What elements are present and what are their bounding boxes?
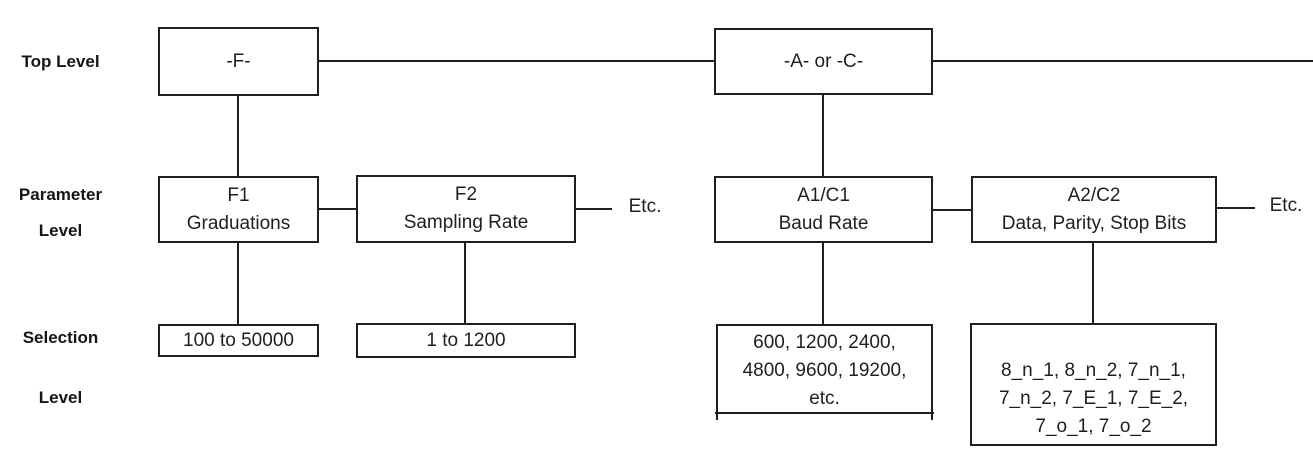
- baud-box-bottom-rule: [715, 412, 934, 414]
- node-a-or-c: -A- or -C-: [714, 28, 933, 95]
- node-a-or-c-label: -A- or -C-: [783, 50, 864, 72]
- connector-f1-to-selection: [237, 241, 239, 325]
- node-f: -F-: [158, 27, 319, 96]
- parity-values-line2: 7_n_2, 7_E_1, 7_E_2,: [998, 388, 1189, 409]
- connector-f2-to-selection: [464, 241, 466, 324]
- node-a1c1-code: A1/C1: [797, 184, 850, 206]
- node-f2-code: F2: [454, 184, 478, 205]
- row-label-selection: Selection: [22, 328, 99, 347]
- connector-f-to-ac: [318, 60, 715, 62]
- row-label-parameter-level: Level: [38, 221, 83, 240]
- node-f2-name: Sampling Rate: [403, 212, 529, 233]
- row-label-top-level: Top Level: [21, 52, 100, 71]
- node-a2c2-data-parity-stop: A2/C2 Data, Parity, Stop Bits: [971, 176, 1217, 243]
- connector-a1c1-to-a2c2: [931, 209, 973, 211]
- node-f1-name: Graduations: [186, 212, 291, 234]
- node-f2-sampling-rate: F2 Sampling Rate: [356, 175, 576, 243]
- connector-f1-to-f2: [317, 208, 358, 210]
- graduations-range-value: 100 to 50000: [183, 329, 294, 351]
- etc-label-f-branch: Etc.: [628, 196, 662, 217]
- connector-ac-to-a1c1: [822, 93, 824, 177]
- connector-f2-to-etc: [574, 208, 612, 210]
- baud-values-line2: 4800, 9600, 19200,: [742, 360, 907, 381]
- node-a1c1-baud-rate: A1/C1 Baud Rate: [714, 176, 933, 243]
- node-baud-values: 600, 1200, 2400, 4800, 9600, 19200, etc.: [716, 324, 933, 420]
- row-label-selection-level: Level: [38, 388, 83, 407]
- connector-a2c2-to-etc: [1215, 207, 1255, 209]
- node-parity-values: 8_n_1, 8_n_2, 7_n_1, 7_n_2, 7_E_1, 7_E_2…: [970, 323, 1217, 446]
- node-a1c1-name: Baud Rate: [778, 212, 869, 234]
- row-label-parameter: Parameter: [18, 185, 103, 204]
- baud-values-line1: 600, 1200, 2400,: [753, 332, 896, 353]
- etc-label-ac-branch: Etc.: [1269, 195, 1303, 216]
- parity-values-line3: 7_o_1, 7_o_2: [1035, 416, 1152, 437]
- baud-values-line3: etc.: [809, 388, 840, 409]
- connector-a1c1-to-selection: [822, 241, 824, 325]
- node-graduations-range: 100 to 50000: [158, 324, 319, 357]
- node-f-label: -F-: [226, 50, 251, 72]
- node-sampling-range: 1 to 1200: [356, 323, 576, 358]
- node-f1-graduations: F1 Graduations: [158, 176, 319, 243]
- sampling-range-value: 1 to 1200: [426, 329, 506, 351]
- connector-ac-to-right-edge: [931, 60, 1313, 62]
- connector-a2c2-to-selection: [1092, 241, 1094, 324]
- node-f1-code: F1: [227, 184, 250, 206]
- parity-values-line1: 8_n_1, 8_n_2, 7_n_1,: [1001, 360, 1186, 381]
- connector-f-to-f1: [237, 95, 239, 177]
- node-a2c2-name: Data, Parity, Stop Bits: [1001, 212, 1187, 234]
- node-a2c2-code: A2/C2: [1067, 184, 1121, 206]
